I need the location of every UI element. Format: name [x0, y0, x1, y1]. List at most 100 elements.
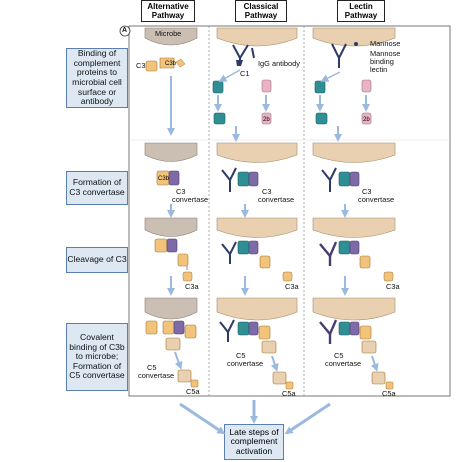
c2a-classical-row3	[248, 240, 259, 255]
c3b-tag-alt-2: C3b	[158, 176, 170, 182]
c3-classical-row3	[259, 255, 271, 269]
c5-convertase-alt-2: convertase	[138, 371, 175, 380]
mbl-lectin	[331, 43, 347, 68]
c5-convertase-classical-1: C5	[236, 351, 246, 360]
c4-molecule-lectin	[314, 80, 326, 94]
c3-convertase-alt-2: convertase	[172, 195, 209, 204]
mannose-dot	[354, 42, 358, 46]
bb-alt-row3	[166, 238, 178, 253]
microbe-membrane-alt-1	[144, 27, 198, 46]
c4b-classical-row4	[237, 321, 250, 336]
microbe-membrane-classical-3	[216, 217, 298, 238]
microbe-membrane-classical-4	[216, 297, 298, 321]
c2b-molecule-classical	[261, 112, 272, 125]
c4b-classical-convertase	[237, 171, 250, 187]
bb-alt-convertase	[168, 170, 180, 186]
microbe-membrane-lectin-1	[312, 27, 396, 47]
c5a-classical	[285, 381, 294, 390]
microbe-label: Microbe	[155, 29, 182, 38]
microbe-membrane-lectin-2	[312, 142, 396, 163]
arrow-mbl-to-c4	[320, 71, 341, 82]
c3b-alt-row4-left	[145, 320, 158, 335]
c3-convertase-lectin-1: C3	[362, 187, 372, 196]
c5a-lectin	[385, 381, 394, 390]
microbe-membrane-lectin-3	[312, 217, 396, 238]
microbe-membrane-classical-1	[216, 27, 298, 47]
mbl-label-1: Mannose	[370, 49, 401, 58]
igg-antibody-row2	[221, 167, 237, 192]
mbl-label-3: lectin	[370, 65, 388, 74]
c3-convertase-alt-1: C3	[176, 187, 186, 196]
c3b-molecule-alt	[159, 57, 175, 69]
c2a-lectin-row3	[349, 240, 360, 255]
c3b-alt-row4	[162, 320, 175, 335]
mbl-row2	[321, 167, 337, 192]
c3a-label-alt: C3a	[185, 282, 199, 291]
c3-molecule-alt	[145, 60, 158, 72]
bb-alt-row4	[173, 320, 185, 335]
c3b-lectin-row4	[359, 325, 372, 340]
mbl-row4	[319, 319, 338, 344]
c3-convertase-classical-1: C3	[262, 187, 272, 196]
arrow-c5-classical	[270, 355, 279, 372]
microbe-membrane-lectin-4	[312, 297, 396, 321]
c3b-alt-row3	[154, 238, 168, 253]
microbe-membrane-alt-3	[144, 217, 198, 237]
panel-letter: A	[122, 27, 128, 34]
mannose-label: Mannose	[370, 39, 401, 48]
c5-convertase-lectin-2: convertase	[325, 359, 362, 368]
arrow-c5-alt	[174, 351, 183, 370]
c5-lectin-row4	[361, 340, 377, 354]
microbe-membrane-alt-2	[144, 142, 198, 162]
c5-alt-row4	[165, 337, 181, 351]
c3a-classical-row3	[282, 271, 293, 282]
c1-label: C1	[240, 69, 250, 78]
c3b-alt-row4-right	[184, 324, 197, 339]
microbe-membrane-classical-2	[216, 142, 298, 163]
step-covalent: Covalent binding of C3b to microbe; Form…	[66, 323, 128, 391]
c3b-tag-alt: C3b	[165, 61, 177, 67]
c4b-lectin-row4	[338, 321, 351, 336]
c2a-classical-row4	[248, 321, 259, 336]
arrow-c5-lectin	[370, 355, 379, 372]
header-classical: Classical Pathway	[235, 0, 287, 22]
c4b-lectin-row3	[338, 240, 351, 255]
late-steps-box: Late steps of complement activation	[224, 424, 284, 460]
c3-alt-row3	[177, 253, 189, 267]
arrow-c1-to-c4	[218, 69, 241, 82]
c5-classical-row4	[261, 340, 277, 354]
c4b-molecule-lectin	[315, 112, 328, 125]
header-alternative: Alternative Pathway	[141, 0, 195, 22]
c5b-lectin	[371, 371, 386, 385]
c5a-label-alt: C5a	[186, 387, 200, 396]
step-c3-convertase: Formation of C3 convertase	[66, 171, 128, 205]
c2a-lectin-row4	[349, 321, 360, 336]
panel-letter-badge	[119, 25, 131, 37]
mbl-label-2: binding	[370, 57, 394, 66]
c4b-lectin-convertase	[338, 171, 351, 187]
c5-convertase-lectin-1: C5	[334, 351, 344, 360]
c2a-classical-convertase	[248, 171, 259, 187]
c3b-classical-row4	[258, 325, 271, 340]
igg-antibody-row3	[221, 241, 237, 264]
c5b-classical	[272, 371, 287, 385]
header-lectin: Lectin Pathway	[337, 0, 385, 22]
c3a-fragment-alt	[175, 58, 186, 68]
c3a-label-lectin: C3a	[386, 282, 400, 291]
igg-label: IgG antibody	[258, 59, 300, 68]
c4b-classical-row3	[237, 240, 250, 255]
c2b-tag-classical: 2b	[263, 117, 270, 123]
arrow-lectin-to-final	[284, 402, 331, 435]
step-cleavage: Cleavage of C3	[66, 247, 128, 273]
c2b-molecule-lectin	[361, 112, 372, 125]
igg-antibody-row4	[219, 319, 235, 342]
c2-molecule-classical	[261, 79, 272, 93]
c2a-lectin-convertase	[349, 171, 360, 187]
c5a-alt	[190, 379, 199, 388]
microbe-membrane-alt-4	[144, 297, 198, 320]
c3a-label-classical: C3a	[285, 282, 299, 291]
step-binding: Binding of complement proteins to microb…	[66, 48, 128, 108]
c3-label: C3	[136, 61, 146, 70]
c5-convertase-alt-1: C5	[147, 363, 157, 372]
c4-molecule-classical	[212, 80, 224, 94]
